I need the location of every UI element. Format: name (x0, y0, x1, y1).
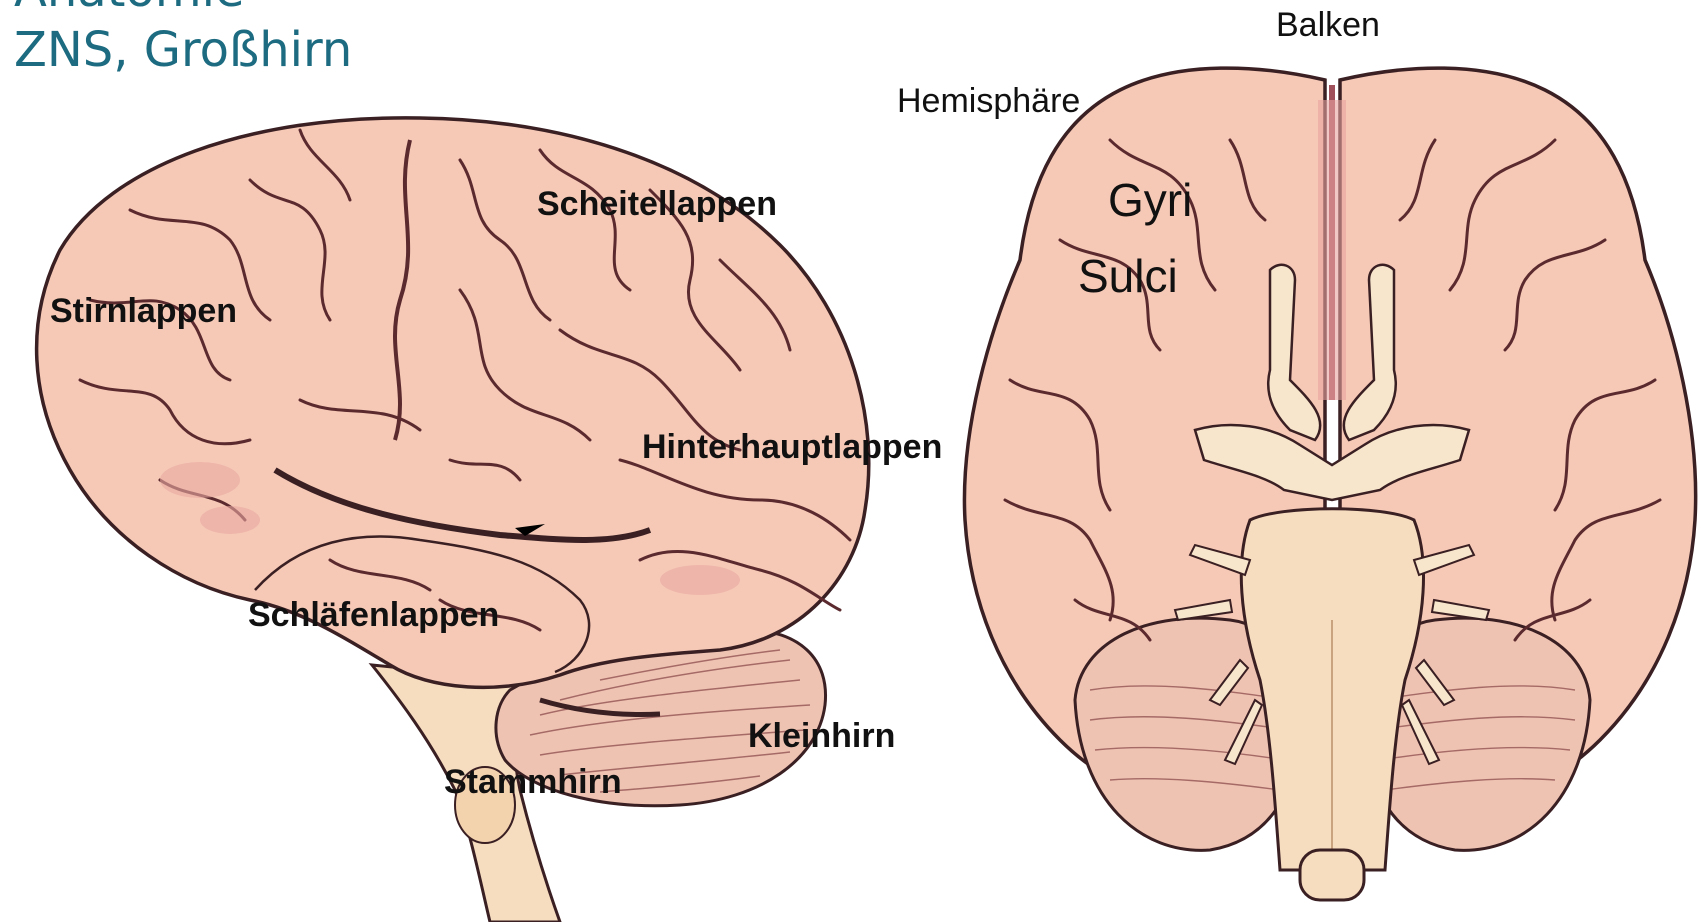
label-corpus-callosum: Balken (1276, 6, 1380, 45)
label-parietal-lobe: Scheitellappen (537, 185, 777, 224)
label-gyri: Gyri (1108, 173, 1192, 227)
spinal-cord-section (1300, 850, 1364, 900)
label-hemisphere: Hemisphäre (897, 82, 1080, 121)
label-brainstem: Stammhirn (444, 763, 622, 802)
inferior-brain-view (964, 68, 1695, 900)
label-temporal-lobe: Schläfenlappen (248, 596, 499, 635)
label-frontal-lobe: Stirnlappen (50, 292, 237, 331)
label-occipital-lobe: Hinterhauptlappen (642, 428, 942, 467)
label-sulci: Sulci (1078, 249, 1178, 303)
label-cerebellum: Kleinhirn (748, 717, 895, 756)
